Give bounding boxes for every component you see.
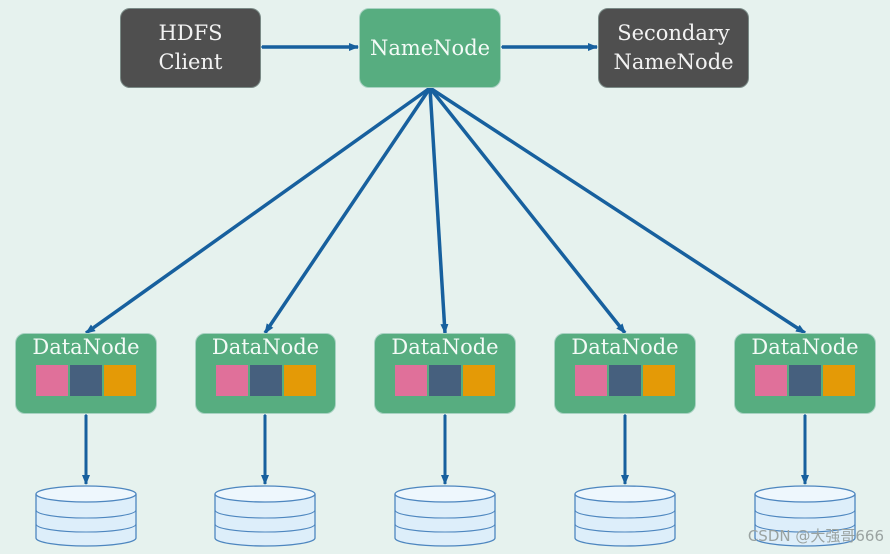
disk-icon bbox=[214, 485, 316, 547]
namenode-datanode-4-link bbox=[428, 86, 627, 335]
secondary-namenode-line2: NameNode bbox=[613, 50, 734, 74]
disk-icon bbox=[35, 485, 137, 547]
disk-icon bbox=[394, 485, 496, 547]
secondary-namenode-box: Secondary NameNode bbox=[598, 8, 749, 88]
namenode-datanode-3-link bbox=[428, 87, 449, 334]
disk-icon bbox=[754, 485, 856, 547]
data-block-pink bbox=[395, 365, 427, 396]
hdfs-client-line2: Client bbox=[158, 50, 223, 74]
hdfs-client-box: HDFS Client bbox=[120, 8, 261, 88]
namenode-label: NameNode bbox=[369, 36, 491, 60]
datanode-label: DataNode bbox=[391, 335, 499, 359]
data-blocks bbox=[575, 365, 675, 396]
data-block-slate bbox=[70, 365, 102, 396]
datanode-box: DataNode bbox=[15, 333, 157, 414]
namenode-box: NameNode bbox=[359, 8, 501, 88]
data-block-amber bbox=[283, 365, 316, 396]
datanode-label: DataNode bbox=[571, 335, 679, 359]
data-block-amber bbox=[823, 365, 855, 396]
data-block-pink bbox=[36, 365, 68, 396]
secondary-namenode-line1: Secondary bbox=[617, 21, 730, 45]
data-blocks bbox=[215, 365, 316, 396]
namenode-datanode-5-link bbox=[429, 86, 806, 335]
data-block-pink bbox=[215, 365, 248, 396]
datanode-label: DataNode bbox=[32, 335, 140, 359]
hdfs-client-line1: HDFS bbox=[158, 21, 223, 45]
datanode-box: DataNode bbox=[374, 333, 516, 414]
datanode-box: DataNode bbox=[195, 333, 336, 414]
disk-icon bbox=[574, 485, 676, 547]
watermark: CSDN @大强哥666 bbox=[747, 527, 884, 545]
data-block-slate bbox=[609, 365, 641, 396]
data-block-pink bbox=[575, 365, 607, 396]
data-blocks bbox=[755, 365, 855, 396]
datanode-box: DataNode bbox=[734, 333, 876, 414]
data-block-slate bbox=[789, 365, 821, 396]
namenode-datanode-2-link bbox=[263, 87, 432, 334]
datanode-label: DataNode bbox=[751, 335, 859, 359]
datanode-label: DataNode bbox=[211, 335, 320, 359]
data-block-amber bbox=[104, 365, 136, 396]
data-block-slate bbox=[429, 365, 461, 396]
datanode-box: DataNode bbox=[554, 333, 696, 414]
data-block-amber bbox=[463, 365, 495, 396]
data-block-slate bbox=[249, 365, 282, 396]
data-blocks bbox=[395, 365, 495, 396]
data-blocks bbox=[36, 365, 136, 396]
data-block-pink bbox=[755, 365, 787, 396]
namenode-datanode-1-link bbox=[84, 86, 432, 335]
data-block-amber bbox=[643, 365, 675, 396]
